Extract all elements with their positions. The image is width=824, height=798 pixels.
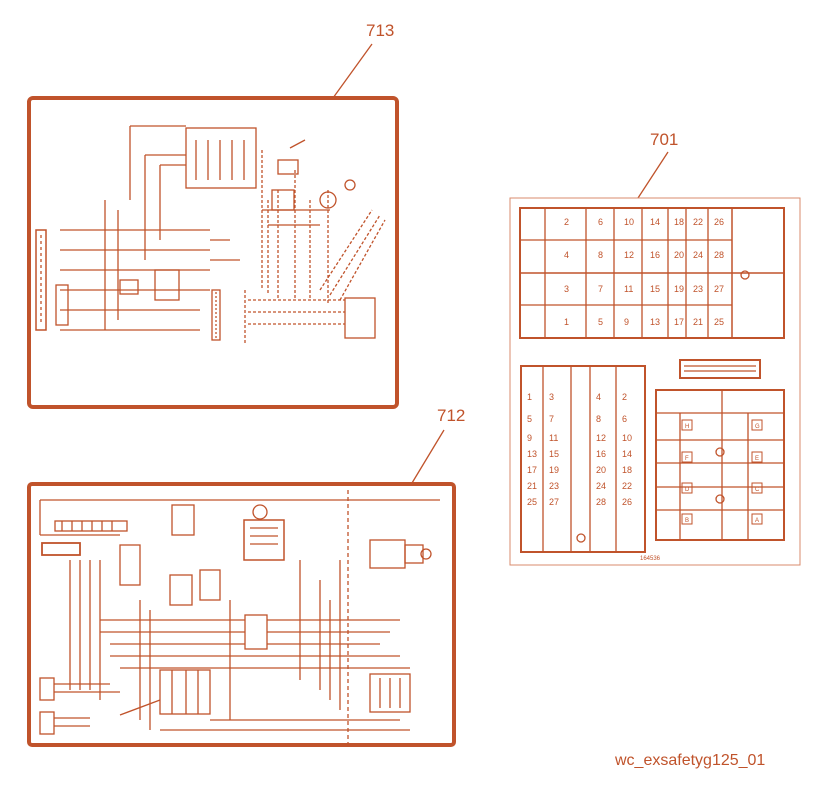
svg-text:3: 3 — [564, 284, 569, 294]
svg-text:22: 22 — [622, 481, 632, 491]
label-701-top-lower-row-1: 4 8 12 16 20 24 28 — [564, 250, 724, 260]
svg-text:26: 26 — [622, 497, 632, 507]
label-701-left-grid-col-d: 2 6 10 14 18 22 26 — [622, 392, 632, 507]
svg-text:17: 17 — [674, 317, 684, 327]
svg-text:5: 5 — [598, 317, 603, 327]
svg-text:H: H — [685, 424, 689, 430]
svg-text:23: 23 — [549, 481, 559, 491]
svg-text:G: G — [755, 424, 760, 430]
svg-text:25: 25 — [527, 497, 537, 507]
svg-text:17: 17 — [527, 465, 537, 475]
svg-text:A: A — [755, 518, 759, 524]
svg-text:24: 24 — [596, 481, 606, 491]
svg-text:8: 8 — [596, 414, 601, 424]
svg-text:28: 28 — [714, 250, 724, 260]
svg-text:16: 16 — [596, 449, 606, 459]
leader-line-712 — [411, 429, 445, 484]
figure-id: wc_exsafetyg125_01 — [615, 752, 766, 769]
svg-text:C: C — [755, 487, 760, 493]
svg-text:22: 22 — [693, 217, 703, 227]
svg-text:7: 7 — [549, 414, 554, 424]
svg-text:27: 27 — [549, 497, 559, 507]
svg-text:3: 3 — [549, 392, 554, 402]
svg-text:15: 15 — [650, 284, 660, 294]
svg-text:7: 7 — [598, 284, 603, 294]
svg-text:28: 28 — [596, 497, 606, 507]
svg-text:21: 21 — [527, 481, 537, 491]
svg-text:13: 13 — [527, 449, 537, 459]
callout-701: 701 — [650, 130, 679, 149]
svg-text:6: 6 — [598, 217, 603, 227]
svg-text:24: 24 — [693, 250, 703, 260]
label-701-top-lower-row-2: 1 5 9 13 17 21 25 — [564, 317, 724, 327]
svg-text:12: 12 — [624, 250, 634, 260]
callout-713: 713 — [366, 21, 395, 40]
svg-text:23: 23 — [693, 284, 703, 294]
svg-text:5: 5 — [527, 414, 532, 424]
svg-text:21: 21 — [693, 317, 703, 327]
svg-text:15: 15 — [549, 449, 559, 459]
leader-line-701 — [637, 151, 669, 199]
callout-712: 712 — [437, 406, 466, 425]
label-701-top-upper-row-2: 3 7 11 15 19 23 27 — [564, 284, 724, 294]
label-701-left-grid-col-a: 1 5 9 13 17 21 25 — [527, 392, 537, 507]
panel-701-label-sheet — [509, 197, 801, 566]
leader-line-713 — [332, 43, 373, 99]
svg-text:11: 11 — [549, 433, 558, 443]
label-701-relay-letters-right: G E C A — [751, 419, 763, 525]
svg-text:20: 20 — [674, 250, 684, 260]
svg-text:19: 19 — [674, 284, 684, 294]
svg-text:E: E — [755, 456, 759, 462]
svg-text:19: 19 — [549, 465, 559, 475]
svg-text:10: 10 — [622, 433, 632, 443]
svg-text:14: 14 — [622, 449, 632, 459]
svg-text:2: 2 — [622, 392, 627, 402]
label-701-left-grid-col-b: 3 7 11 15 19 23 27 — [549, 392, 559, 507]
svg-text:27: 27 — [714, 284, 724, 294]
svg-text:1: 1 — [527, 392, 532, 402]
svg-text:4: 4 — [596, 392, 601, 402]
svg-text:20: 20 — [596, 465, 606, 475]
svg-text:11: 11 — [624, 284, 633, 294]
svg-text:9: 9 — [624, 317, 629, 327]
svg-text:4: 4 — [564, 250, 569, 260]
svg-text:26: 26 — [714, 217, 724, 227]
label-701-top-upper-row-1: 2 6 10 14 18 22 26 — [564, 217, 724, 227]
svg-text:F: F — [685, 456, 689, 462]
svg-text:18: 18 — [622, 465, 632, 475]
svg-text:D: D — [685, 487, 690, 493]
svg-text:B: B — [685, 518, 689, 524]
svg-text:18: 18 — [674, 217, 684, 227]
panel-713-wiring — [27, 96, 399, 409]
svg-text:14: 14 — [650, 217, 660, 227]
svg-text:12: 12 — [596, 433, 606, 443]
svg-text:1: 1 — [564, 317, 569, 327]
svg-text:10: 10 — [624, 217, 634, 227]
panel-712-wiring — [27, 482, 456, 747]
label-701-left-grid-col-c: 4 8 12 16 20 24 28 — [596, 392, 606, 507]
svg-text:16: 16 — [650, 250, 660, 260]
svg-text:13: 13 — [650, 317, 660, 327]
svg-text:8: 8 — [598, 250, 603, 260]
label-701-relay-letters-left: H F D B — [681, 419, 693, 525]
svg-text:2: 2 — [564, 217, 569, 227]
label-701-part-number: 164536 — [640, 556, 661, 562]
svg-text:6: 6 — [622, 414, 627, 424]
svg-text:9: 9 — [527, 433, 532, 443]
svg-text:25: 25 — [714, 317, 724, 327]
